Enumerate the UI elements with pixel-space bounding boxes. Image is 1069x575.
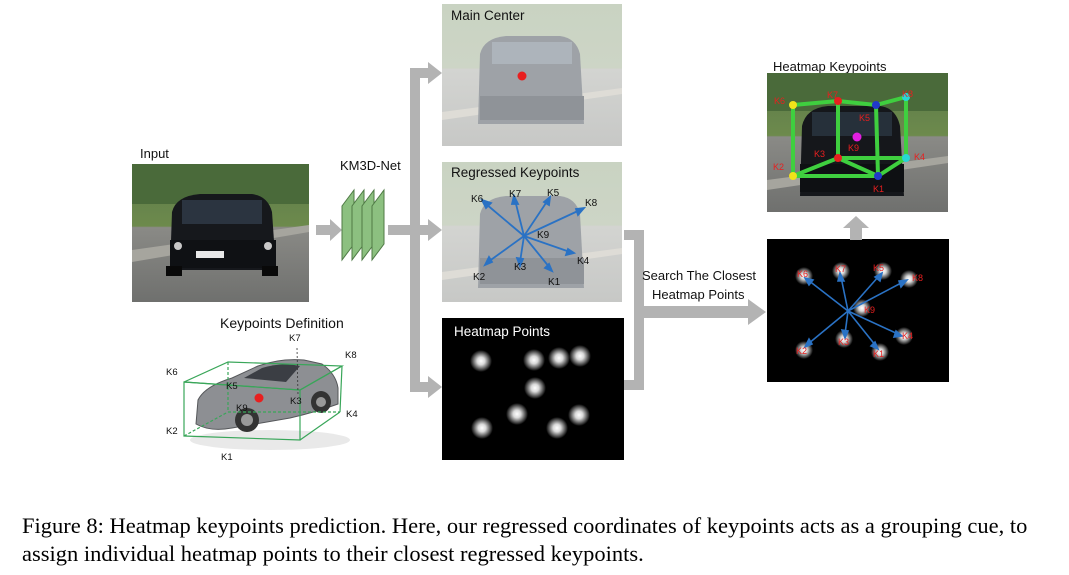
heatmap-blobs [470,345,591,439]
heatmap-keypoints-label: Heatmap Keypoints [773,59,887,74]
keypoints-definition-box [183,361,345,441]
reg-k2: K2 [473,272,486,283]
hk-k5: K5 [859,113,870,123]
arrow-input-to-net [316,219,342,241]
network-block [341,188,385,262]
search-label-line2: Heatmap Points [652,287,745,302]
input-label: Input [140,146,169,161]
search-result-labels: K6 K7 K5 K8 K9 K4 K3 K2 K1 [796,263,923,359]
keypoints-definition-car [190,359,350,450]
def-k1: K1 [221,452,233,463]
def-k2: K2 [166,426,178,437]
def-k5: K5 [226,381,238,392]
res-k4: K4 [902,331,913,341]
res-k5: K5 [873,263,884,273]
hk-k8: K8 [902,89,913,99]
keypoints-definition-label: Keypoints Definition [220,315,344,331]
figure-caption: Figure 8: Heatmap keypoints prediction. … [22,513,1028,566]
hk-k7: K7 [827,90,838,100]
hk-k9: K9 [848,143,859,153]
reg-k7: K7 [509,189,522,200]
3d-box-keypoints [789,93,910,180]
reg-k6: K6 [471,194,484,205]
reg-k4: K4 [577,256,590,267]
def-k3: K3 [290,396,302,407]
reg-k1: K1 [548,277,561,288]
regressed-keypoint-labels: K6 K7 K5 K8 K9 K4 K3 K2 K1 [471,188,598,288]
search-result-blobs [795,262,918,361]
hk-k4: K4 [914,152,925,162]
res-k2: K2 [796,346,807,356]
network-label: KM3D-Net [340,158,401,173]
regressed-vectors [480,193,587,273]
arrow-up-to-keypoints [843,216,869,240]
heatmap-keypoints-image [767,73,948,212]
keypoints-definition-labels: K7 K8 K6 K5 K3 K9 K4 K2 K1 [166,333,358,463]
regressed-keypoints-label: Regressed Keypoints [451,165,580,180]
def-k4: K4 [346,409,358,420]
res-k9: K9 [864,305,875,315]
figure-diagram: Input KM3D-Net Main Cen [132,4,949,463]
res-k1: K1 [873,349,884,359]
def-k9: K9 [236,403,248,414]
hk-k1: K1 [873,184,884,194]
hk-k6: K6 [774,96,785,106]
reg-k5: K5 [547,188,560,199]
input-image [132,164,309,302]
reg-k9: K9 [537,230,550,241]
main-center-label: Main Center [451,8,525,23]
heatmap-points-label: Heatmap Points [454,324,550,339]
res-k6: K6 [797,269,808,279]
res-k8: K8 [912,273,923,283]
res-k3: K3 [838,337,849,347]
main-center-point [517,71,527,81]
def-k8: K8 [345,350,357,361]
def-k6: K6 [166,367,178,378]
def-k7: K7 [289,333,301,344]
search-result-vectors [803,270,909,351]
reg-k3: K3 [514,262,527,273]
hk-k3: K3 [814,149,825,159]
branch-arrows [388,62,442,398]
reg-k8: K8 [585,198,598,209]
3d-box-labels: K6 K7 K8 K5 K9 K3 K2 K4 K1 [773,89,925,194]
hk-k2: K2 [773,162,784,172]
merge-arrows [624,230,766,390]
search-label-line1: Search The Closest [642,268,756,283]
res-k7: K7 [835,264,846,274]
main-center-image [442,4,622,146]
k9-center-point [254,393,264,403]
